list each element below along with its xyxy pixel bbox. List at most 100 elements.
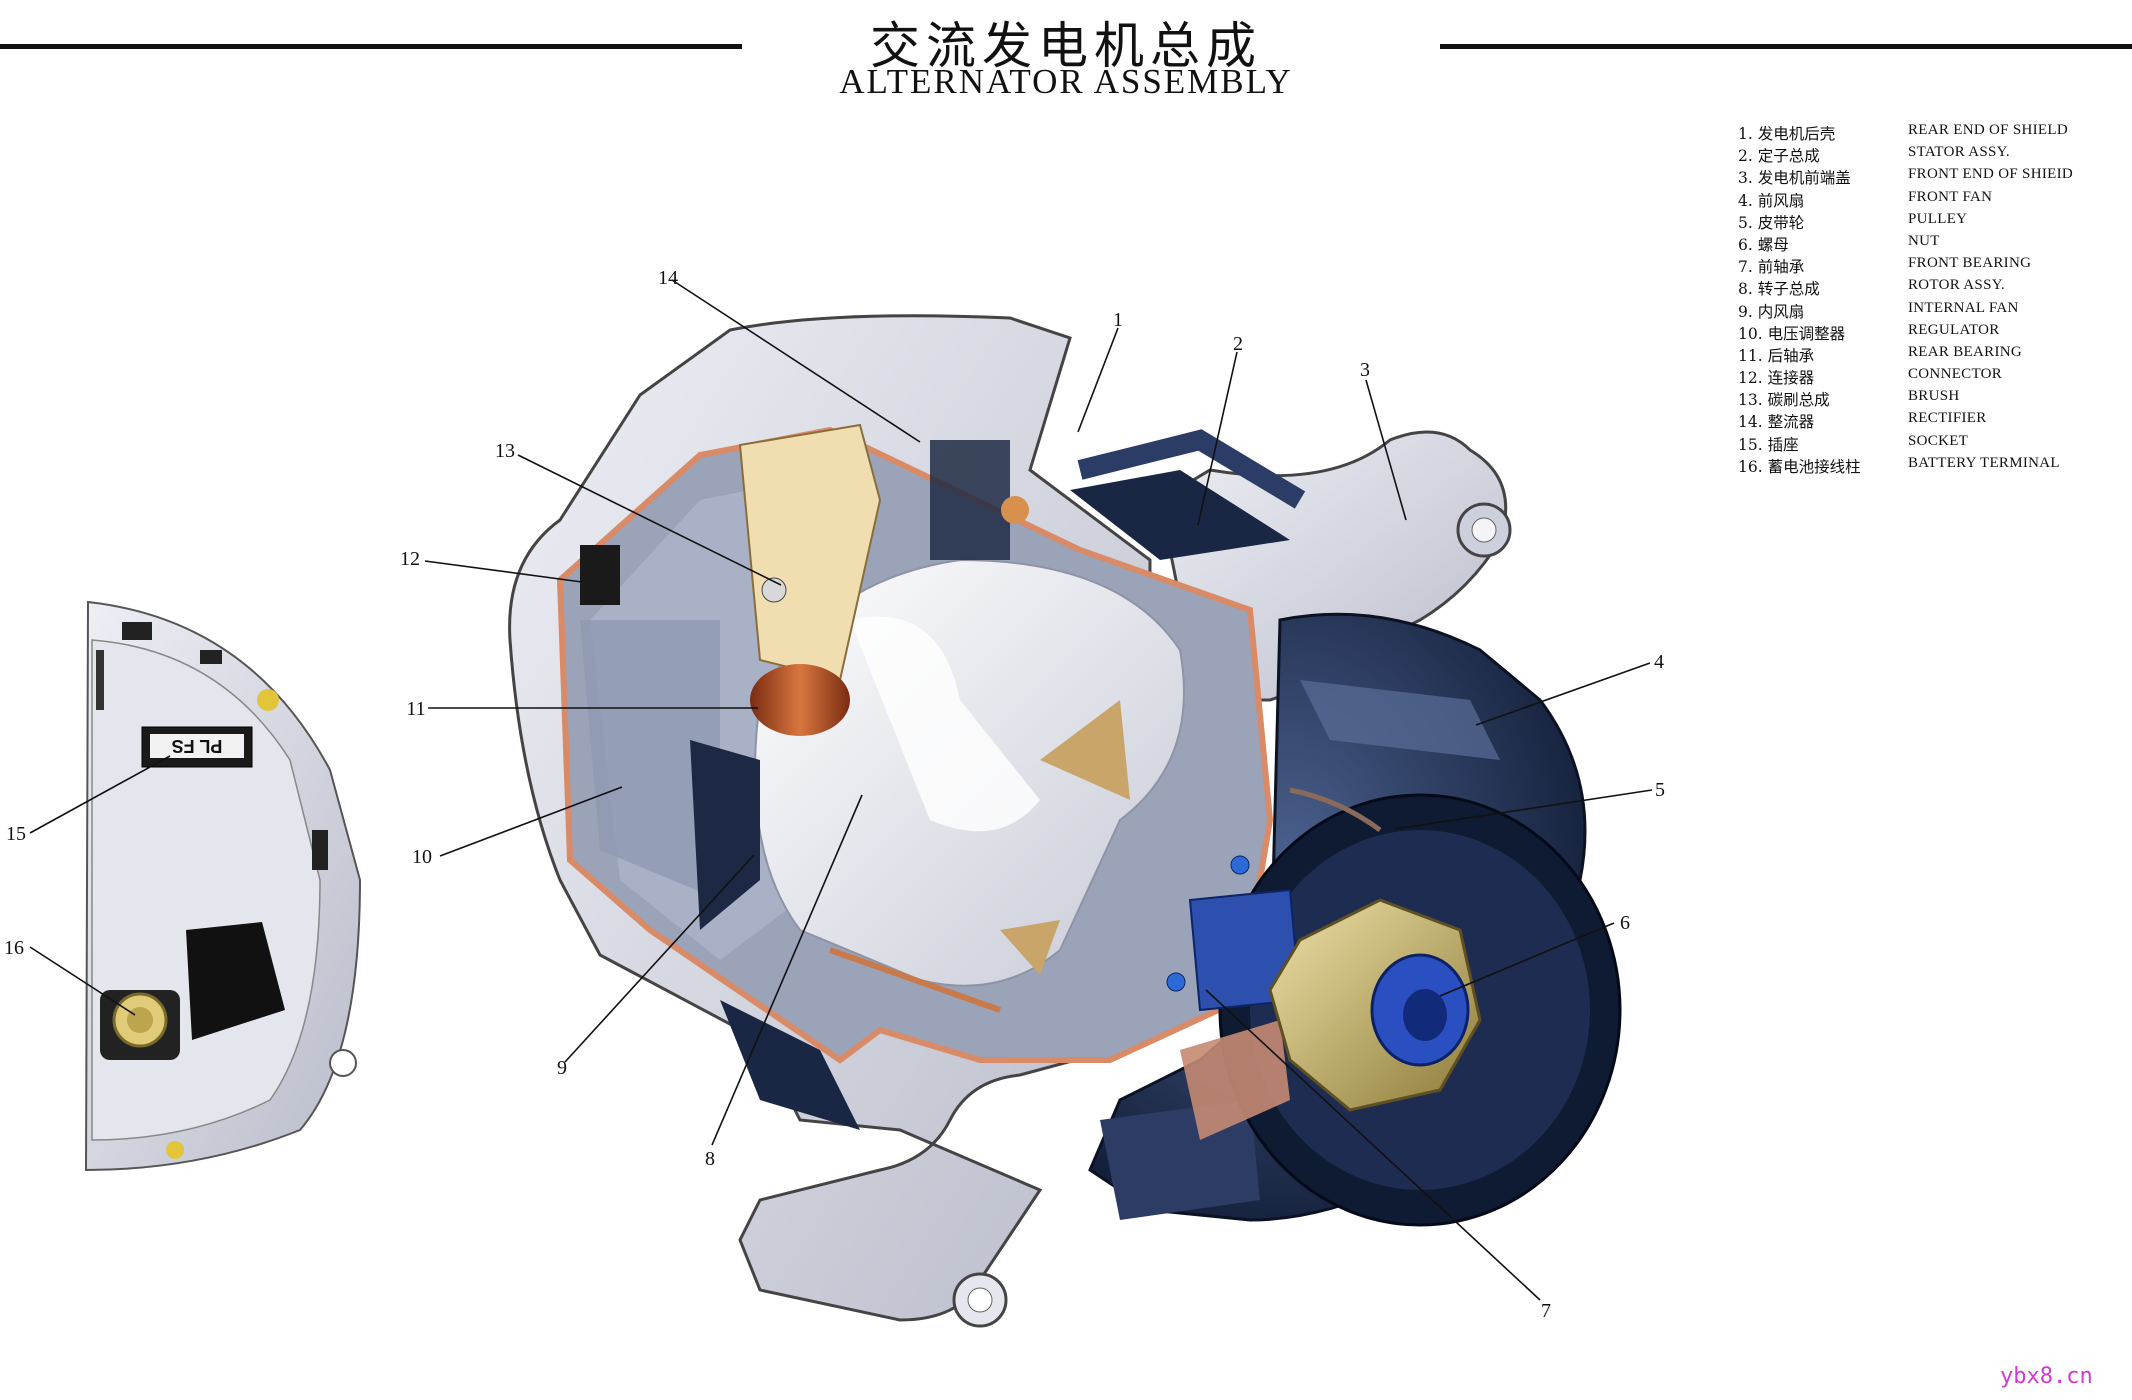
leader-lines bbox=[29, 279, 1653, 1301]
callout-14: 14 bbox=[658, 267, 678, 289]
side-view-housing bbox=[84, 600, 362, 1172]
leader-9 bbox=[564, 854, 755, 1063]
socket-marking: PL FS bbox=[172, 736, 223, 756]
callout-2: 2 bbox=[1233, 333, 1243, 355]
legend-item: 2. 定子总成 STATOR ASSY. bbox=[1738, 144, 2118, 166]
leader-3 bbox=[1365, 379, 1407, 521]
nut bbox=[1268, 898, 1482, 1112]
legend-cn: 5. 皮带轮 bbox=[1738, 213, 1805, 232]
legend-item: 5. 皮带轮 PULLEY bbox=[1738, 211, 2118, 233]
regulator bbox=[580, 620, 720, 900]
legend-cn: 14. 整流器 bbox=[1738, 413, 1815, 432]
callout-3: 3 bbox=[1360, 359, 1370, 381]
callout-16: 16 bbox=[4, 937, 24, 959]
legend-en: BATTERY TERMINAL bbox=[1908, 454, 2060, 471]
legend-en: PULLEY bbox=[1908, 210, 1968, 227]
leader-10 bbox=[439, 786, 623, 857]
legend-item: 6. 螺母 NUT bbox=[1738, 233, 2118, 255]
leader-6 bbox=[1439, 922, 1615, 997]
legend-item: 3. 发电机前端盖 FRONT END OF SHIEID bbox=[1738, 166, 2118, 188]
legend-cn: 6. 螺母 bbox=[1738, 235, 1789, 254]
legend-item: 7. 前轴承 FRONT BEARING bbox=[1738, 255, 2118, 277]
legend-en: ROTOR ASSY. bbox=[1908, 277, 2005, 294]
leader-16 bbox=[29, 946, 136, 1016]
socket: PL FS bbox=[141, 726, 253, 768]
title-rule-left bbox=[0, 44, 742, 49]
callout-11: 11 bbox=[406, 698, 425, 720]
legend-en: FRONT FAN bbox=[1908, 188, 1993, 205]
callout-15: 15 bbox=[6, 823, 26, 845]
legend-en: REAR END OF SHIELD bbox=[1908, 122, 2068, 138]
leader-14 bbox=[671, 279, 921, 443]
legend-cn: 8. 转子总成 bbox=[1738, 280, 1820, 299]
leader-15 bbox=[29, 755, 171, 834]
legend-item: 15. 插座 SOCKET bbox=[1738, 433, 2118, 455]
leader-2 bbox=[1197, 351, 1238, 526]
legend-en: REGULATOR bbox=[1908, 321, 2000, 338]
legend-cn: 7. 前轴承 bbox=[1738, 258, 1805, 277]
legend-cn: 1. 发电机后壳 bbox=[1738, 125, 1836, 143]
callout-1: 1 bbox=[1113, 309, 1123, 331]
battery-terminal bbox=[100, 922, 285, 1060]
legend-item: 4. 前风扇 FRONT FAN bbox=[1738, 189, 2118, 211]
leader-7 bbox=[1205, 989, 1541, 1301]
stator-assembly bbox=[720, 429, 1306, 1130]
rear-bearing bbox=[750, 664, 850, 736]
leader-5 bbox=[1394, 789, 1653, 830]
legend-cn: 2. 定子总成 bbox=[1738, 147, 1820, 166]
legend-cn: 4. 前风扇 bbox=[1738, 191, 1805, 210]
legend-item: 1. 发电机后壳 REAR END OF SHIELD bbox=[1738, 122, 2118, 144]
legend-en: RECTIFIER bbox=[1908, 410, 1987, 427]
callout-7: 7 bbox=[1541, 1300, 1551, 1322]
legend-item: 13. 碳刷总成 BRUSH bbox=[1738, 388, 2118, 410]
legend-en: FRONT END OF SHIEID bbox=[1908, 166, 2074, 183]
callout-9: 9 bbox=[557, 1057, 567, 1079]
legend-cn: 15. 插座 bbox=[1738, 435, 1799, 454]
title-english: ALTERNATOR ASSEMBLY bbox=[839, 62, 1293, 101]
legend-en: NUT bbox=[1908, 232, 1940, 249]
legend-en: FRONT BEARING bbox=[1908, 255, 2032, 272]
title-rule-right bbox=[1440, 44, 2132, 49]
leader-12 bbox=[424, 560, 583, 583]
legend-cn: 16. 蓄电池接线柱 bbox=[1738, 457, 1861, 476]
legend-en: STATOR ASSY. bbox=[1908, 144, 2010, 161]
legend-en: BRUSH bbox=[1908, 388, 1960, 405]
legend-cn: 12. 连接器 bbox=[1738, 369, 1815, 388]
legend-cn: 10. 电压调整器 bbox=[1738, 324, 1846, 343]
rectifier bbox=[930, 440, 1029, 560]
legend-cn: 3. 发电机前端盖 bbox=[1738, 169, 1851, 188]
legend-item: 9. 内风扇 INTERNAL FAN bbox=[1738, 300, 2118, 322]
internal-fan bbox=[690, 740, 760, 930]
parts-legend: 1. 发电机后壳 REAR END OF SHIELD 2. 定子总成 STATOR… bbox=[1738, 122, 2118, 477]
leader-1 bbox=[1077, 327, 1119, 433]
legend-cn: 9. 内风扇 bbox=[1738, 302, 1805, 321]
title-chinese: 交流发电机总成 bbox=[870, 17, 1262, 75]
legend-item: 14. 整流器 RECTIFIER bbox=[1738, 410, 2118, 432]
legend-en: CONNECTOR bbox=[1908, 366, 2003, 383]
leader-13 bbox=[517, 454, 782, 586]
connector bbox=[580, 545, 620, 605]
callout-13: 13 bbox=[495, 440, 515, 462]
callout-8: 8 bbox=[705, 1148, 715, 1170]
callout-12: 12 bbox=[400, 548, 420, 570]
watermark: ybx8.cn bbox=[2000, 1364, 2093, 1389]
legend-item: 10. 电压调整器 REGULATOR bbox=[1738, 322, 2118, 344]
legend-en: INTERNAL FAN bbox=[1908, 299, 2019, 316]
callout-4: 4 bbox=[1654, 651, 1664, 673]
legend-en: REAR BEARING bbox=[1908, 343, 2023, 360]
leader-4 bbox=[1475, 662, 1651, 726]
rotor-assembly bbox=[754, 558, 1185, 1013]
legend-item: 12. 连接器 CONNECTOR bbox=[1738, 366, 2118, 388]
callout-10: 10 bbox=[412, 846, 432, 868]
callout-5: 5 bbox=[1655, 779, 1665, 801]
legend-item: 8. 转子总成 ROTOR ASSY. bbox=[1738, 277, 2118, 299]
legend-cn: 11. 后轴承 bbox=[1738, 346, 1815, 365]
brush-assembly bbox=[738, 423, 882, 682]
callout-6: 6 bbox=[1620, 912, 1630, 934]
leader-8 bbox=[711, 794, 863, 1146]
legend-item: 11. 后轴承 REAR BEARING bbox=[1738, 344, 2118, 366]
legend-en: SOCKET bbox=[1908, 432, 1969, 449]
front-bearing bbox=[1166, 855, 1250, 992]
legend-cn: 13. 碳刷总成 bbox=[1738, 391, 1830, 410]
